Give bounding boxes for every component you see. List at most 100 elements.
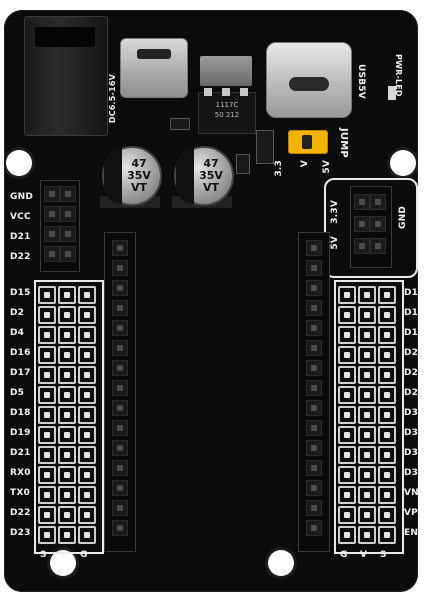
socket-pin: [306, 340, 322, 356]
gpio-pad: [78, 506, 96, 524]
gpio-pad: [338, 366, 356, 384]
header-pin: [354, 238, 370, 254]
socket-pin: [306, 400, 322, 416]
gpio-pad: [358, 386, 376, 404]
gpio-label-right: D13: [404, 288, 418, 298]
header-pin: [60, 186, 76, 202]
mount-hole: [50, 550, 76, 576]
gpio-pad: [58, 466, 76, 484]
socket-pin: [306, 460, 322, 476]
gpio-pad: [58, 506, 76, 524]
socket-pin: [112, 260, 128, 276]
gpio-pad: [38, 286, 56, 304]
gpio-pad: [338, 306, 356, 324]
gpio-pad: [38, 466, 56, 484]
gpio-pad: [358, 446, 376, 464]
left-gpio-frame: [34, 280, 104, 554]
gpio-pad: [58, 526, 76, 544]
header-pin: [354, 216, 370, 232]
header-pin: [370, 194, 386, 210]
gpio-label-right: D26: [404, 368, 418, 378]
socket-pin: [112, 240, 128, 256]
socket-pin: [112, 320, 128, 336]
header-pin: [60, 246, 76, 262]
gpio-pad: [78, 306, 96, 324]
gpio-label-right: D27: [404, 348, 418, 358]
header-pin: [60, 206, 76, 222]
gpio-label-left: D17: [10, 368, 31, 378]
gpio-pad: [378, 446, 396, 464]
capacitor-value: 47: [203, 157, 219, 170]
gpio-pad: [378, 386, 396, 404]
gpio-pad: [58, 486, 76, 504]
gpio-pad: [338, 486, 356, 504]
power-led: [388, 86, 396, 100]
gpio-pad: [358, 466, 376, 484]
gpio-pad: [38, 486, 56, 504]
socket-pin: [306, 420, 322, 436]
gpio-pad: [58, 366, 76, 384]
smd-component: [236, 154, 250, 174]
header-label: VCC: [10, 212, 31, 222]
jumper-mid-label: V: [300, 160, 310, 168]
gpio-pad: [58, 346, 76, 364]
gpio-pad: [358, 326, 376, 344]
smd-resistor: [170, 118, 190, 130]
jumper-shunt: [288, 130, 328, 154]
gpio-pad: [338, 346, 356, 364]
mount-hole: [6, 150, 32, 176]
gpio-label-right: D35: [404, 448, 418, 458]
gpio-pad: [38, 526, 56, 544]
micro-usb-port: [120, 38, 188, 98]
gpio-label-right: D14: [404, 328, 418, 338]
gpio-pad: [358, 346, 376, 364]
gpio-label-left: D23: [10, 528, 31, 538]
gpio-pad: [378, 506, 396, 524]
gpio-pad: [378, 406, 396, 424]
header-label: 3.3V: [330, 200, 340, 224]
socket-pin: [112, 520, 128, 536]
regulator-pin: [222, 88, 230, 96]
jumper-label: JUMP: [338, 128, 349, 158]
header-label: GND: [10, 192, 33, 202]
socket-pin: [306, 240, 322, 256]
dc-barrel-jack: [24, 16, 108, 136]
gpio-label-right: D32: [404, 428, 418, 438]
gpio-pad: [78, 346, 96, 364]
gpio-pad: [38, 506, 56, 524]
regulator-pin: [204, 88, 212, 96]
gpio-label-right: D34: [404, 468, 418, 478]
gpio-label-left: D5: [10, 388, 25, 398]
gpio-pad: [58, 406, 76, 424]
header-pin: [370, 238, 386, 254]
gpio-pad: [358, 506, 376, 524]
gpio-label-right: D33: [404, 408, 418, 418]
smd-diode: [256, 130, 274, 164]
electrolytic-capacitor: 47 35V VT: [102, 146, 162, 206]
header-label: D22: [10, 252, 31, 262]
gpio-pad: [338, 506, 356, 524]
gpio-label-left: D18: [10, 408, 31, 418]
socket-pin: [112, 340, 128, 356]
socket-pin: [306, 440, 322, 456]
gpio-pad: [378, 326, 396, 344]
gpio-pad: [358, 306, 376, 324]
socket-pin: [112, 500, 128, 516]
socket-pin: [112, 480, 128, 496]
row-label-right: S: [380, 550, 387, 560]
gpio-label-right: D25: [404, 388, 418, 398]
gpio-label-right: D12: [404, 308, 418, 318]
gpio-pad: [38, 426, 56, 444]
gpio-pad: [338, 466, 356, 484]
socket-pin: [306, 280, 322, 296]
gpio-pad: [78, 326, 96, 344]
gpio-label-right: EN: [404, 528, 418, 538]
header-label: 5V: [330, 236, 340, 250]
top-right-power-frame: [324, 178, 418, 278]
gpio-label-left: RX0: [10, 468, 31, 478]
regulator-tab: [200, 56, 252, 86]
gpio-pad: [378, 346, 396, 364]
gpio-pad: [358, 406, 376, 424]
header-pin: [370, 216, 386, 232]
socket-pin: [306, 480, 322, 496]
